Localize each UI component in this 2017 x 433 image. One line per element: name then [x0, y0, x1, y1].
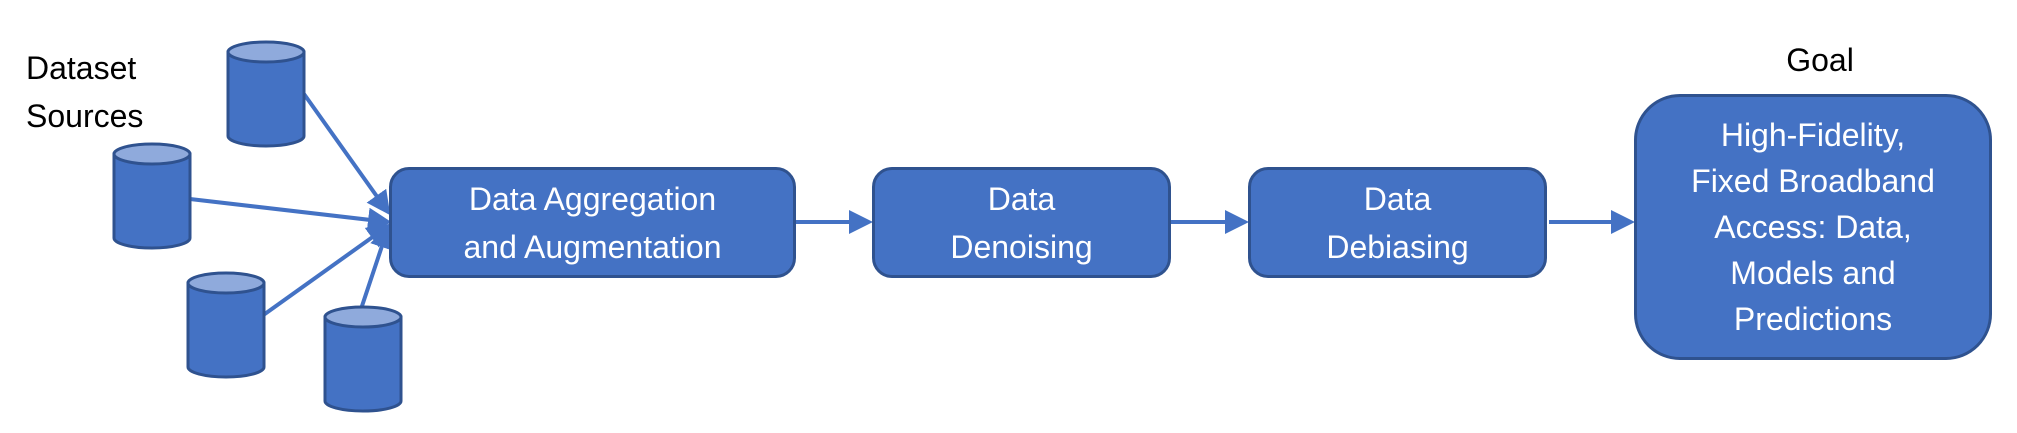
dataset-sources-label-line1: Dataset [26, 50, 137, 86]
connector-source-1 [302, 92, 391, 216]
database-icon-2 [112, 142, 192, 250]
connector-source-2 [189, 197, 392, 232]
dataset-sources-label-line2: Sources [26, 98, 144, 134]
goal-box-line1: High-Fidelity, [1720, 117, 1906, 153]
dataset-sources-label: Dataset Sources [26, 44, 143, 140]
aggregation-box: Data Aggregation and Augmentation [389, 167, 796, 278]
goal-box-line3: Access: Data, [1714, 209, 1912, 245]
goal-label: Goal [1786, 42, 1854, 78]
aggregation-box-line2: and Augmentation [463, 228, 722, 265]
database-icon-4 [323, 305, 403, 413]
goal-box-line4: Models and [1730, 255, 1896, 291]
debiasing-box-line2: Debiasing [1326, 228, 1469, 265]
database-icon-1 [226, 40, 306, 148]
debiasing-box: Data Debiasing [1248, 167, 1547, 278]
denoising-box: Data Denoising [872, 167, 1171, 278]
aggregation-box-line1: Data Aggregation [468, 180, 717, 217]
source-connectors [189, 92, 394, 318]
denoising-box-line1: Data [987, 180, 1056, 217]
goal-box-line5: Predictions [1733, 301, 1893, 337]
denoising-box-line2: Denoising [950, 228, 1093, 265]
connector-source-4 [358, 224, 394, 313]
debiasing-box-line1: Data [1363, 180, 1432, 217]
goal-box-line2: Fixed Broadband [1691, 163, 1935, 199]
goal-box: High-Fidelity, Fixed Broadband Access: D… [1634, 94, 1992, 360]
database-icon-3 [186, 271, 266, 379]
connector-source-3 [260, 223, 392, 318]
